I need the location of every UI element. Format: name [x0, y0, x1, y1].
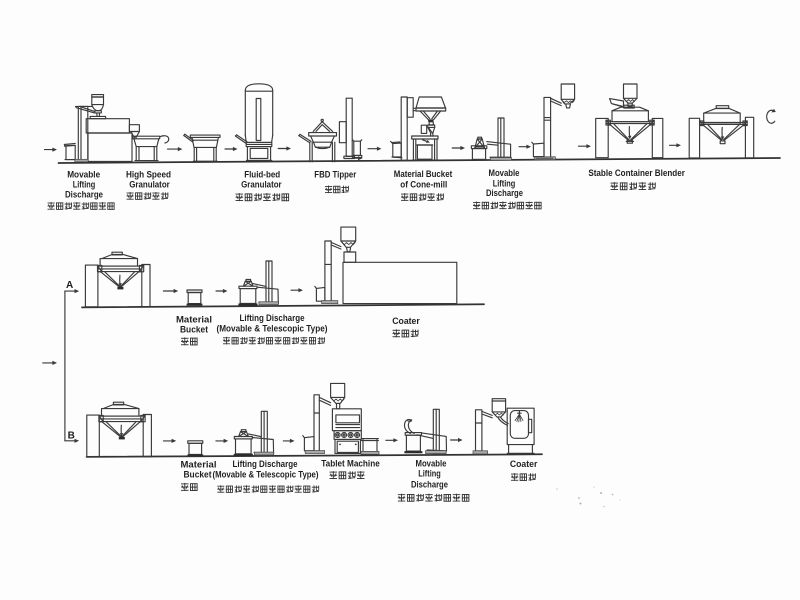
- svg-text:Bucket: Bucket: [180, 325, 208, 335]
- svg-text:Material: Material: [181, 460, 217, 470]
- svg-text:FBD Tipper: FBD Tipper: [314, 170, 356, 180]
- svg-text:of Cone-mill: of Cone-mill: [400, 180, 447, 190]
- svg-text:Discharge: Discharge: [65, 190, 103, 200]
- svg-text:Lifting Discharge: Lifting Discharge: [233, 459, 298, 469]
- svg-text:(Movable & Telescopic Type): (Movable & Telescopic Type): [217, 324, 328, 334]
- svg-text:Stable Container Blender: Stable Container Blender: [588, 168, 685, 178]
- svg-text:A: A: [66, 280, 73, 291]
- svg-text:Tablet Machine: Tablet Machine: [321, 459, 380, 469]
- svg-text:Lifting: Lifting: [73, 180, 96, 190]
- svg-text:Movable: Movable: [416, 459, 447, 469]
- svg-text:Movable: Movable: [489, 168, 520, 178]
- svg-text:Bucket: Bucket: [184, 470, 212, 480]
- svg-text:Discharge: Discharge: [486, 188, 523, 198]
- svg-text:Discharge: Discharge: [411, 479, 448, 489]
- svg-text:Coater: Coater: [510, 459, 538, 469]
- svg-text:Granulator: Granulator: [129, 180, 170, 190]
- svg-text:Fluid-bed: Fluid-bed: [244, 169, 280, 179]
- svg-text:Lifting Discharge: Lifting Discharge: [240, 313, 305, 323]
- svg-text:Coater: Coater: [392, 316, 420, 326]
- svg-text:High Speed: High Speed: [126, 169, 171, 179]
- svg-text:Movable: Movable: [67, 169, 100, 179]
- svg-text:Granulator: Granulator: [241, 180, 282, 190]
- svg-text:Lifting: Lifting: [418, 469, 441, 479]
- svg-text:B: B: [68, 430, 75, 441]
- svg-text:Lifting: Lifting: [493, 179, 516, 189]
- svg-text:Material Bucket: Material Bucket: [394, 169, 453, 179]
- svg-text:(Movable & Telescopic Type): (Movable & Telescopic Type): [213, 470, 319, 480]
- svg-text:Material: Material: [176, 315, 212, 325]
